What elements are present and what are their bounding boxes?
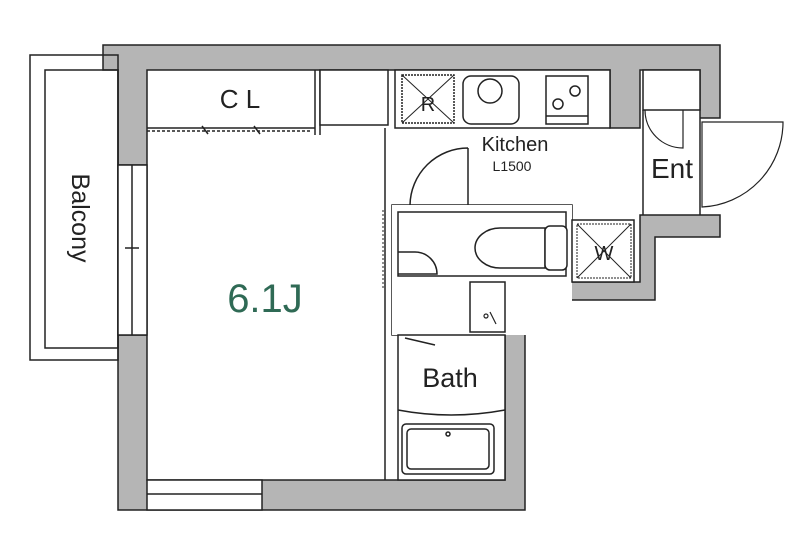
entrance-label: Ent (651, 153, 693, 184)
entrance (642, 69, 784, 215)
balcony (29, 54, 148, 361)
refrigerator-label: R (421, 94, 435, 116)
doors (398, 147, 469, 346)
washer-label: W (595, 243, 614, 265)
closet (147, 69, 389, 135)
stove (545, 75, 589, 125)
kitchen-label: Kitchen (482, 134, 549, 156)
balcony-label: Balcony (66, 174, 94, 263)
main-room-size-label: 6.1J (227, 277, 303, 321)
bathtub (397, 409, 506, 475)
window-bottom (146, 479, 263, 511)
kitchen-length-label: L1500 (493, 158, 532, 174)
closet-label: C L (220, 84, 260, 114)
toilet (474, 225, 568, 271)
kitchen-counter (394, 69, 611, 129)
bath-label: Bath (422, 363, 478, 393)
washer-space (576, 223, 632, 279)
